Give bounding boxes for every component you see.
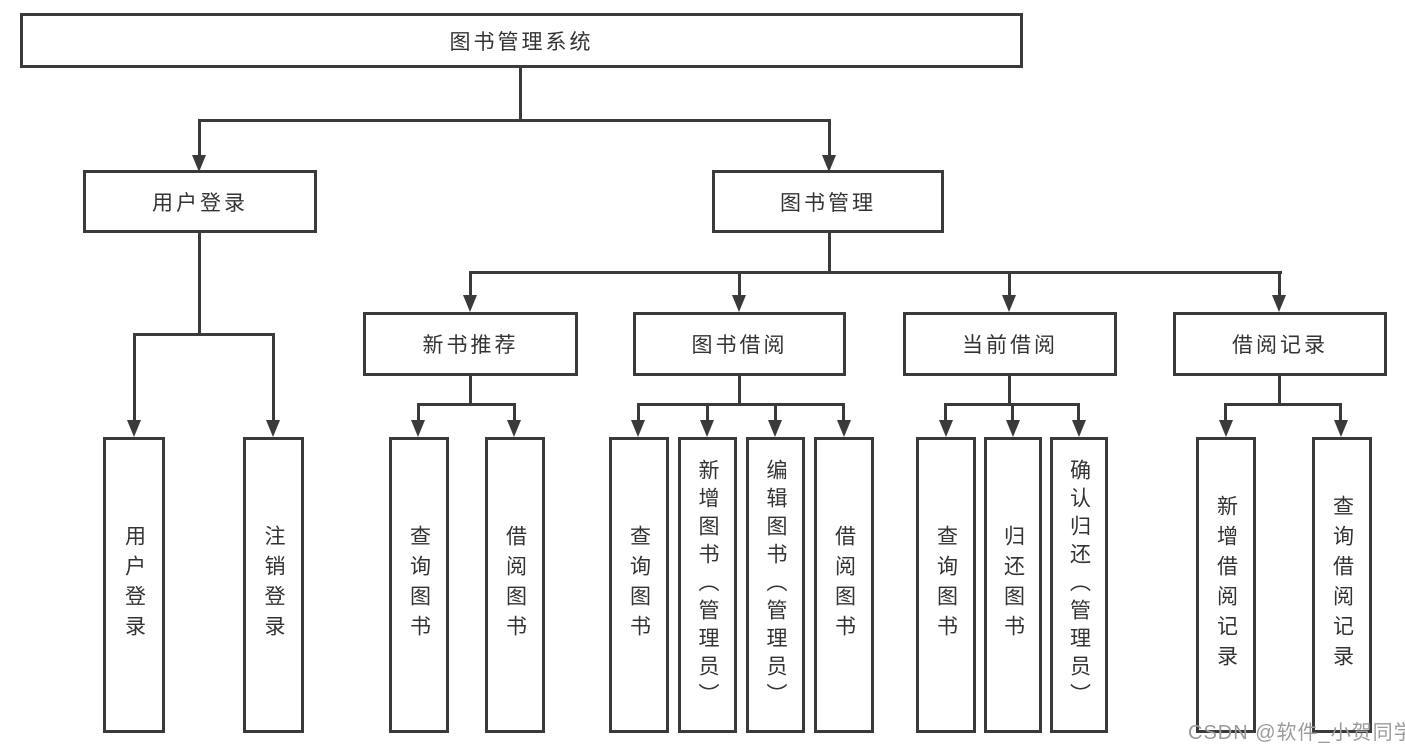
csdn-watermark: CSDN @软件_小贺同学: [1188, 722, 1405, 744]
edge-root-rail: [198, 119, 831, 122]
arrowhead-book-management: [822, 155, 836, 172]
edge-to-leaf-bb-edit: [774, 403, 777, 422]
leaf-cb-confirm-return-admin-label: 确认归还（管理员）: [1067, 459, 1091, 711]
edge-book-management-rail: [469, 271, 1282, 274]
edge-borrow-records-rail: [1224, 403, 1342, 406]
edge-to-leaf-bb-query: [637, 403, 640, 422]
leaf-cb-confirm-return-admin: 确认归还（管理员）: [1050, 437, 1108, 733]
arrowhead-current-borrow: [1002, 295, 1016, 312]
node-book-management-label: 图书管理: [780, 191, 876, 215]
node-root: 图书管理系统: [20, 13, 1023, 68]
leaf-br-query-record-label: 查询借阅记录: [1330, 495, 1354, 675]
arrowhead-leaf-cb-confirm: [1072, 420, 1086, 437]
arrowhead-leaf-nb-query: [411, 420, 425, 437]
arrowhead-leaf-br-add: [1219, 420, 1233, 437]
arrowhead-leaf-logout: [266, 420, 280, 437]
edge-user-login-stem: [198, 233, 201, 335]
leaf-logout: 注销登录: [243, 437, 304, 733]
node-book-borrow: 图书借阅: [633, 312, 846, 376]
arrowhead-leaf-bb-add: [700, 420, 714, 437]
arrowhead-leaf-br-query: [1334, 420, 1348, 437]
edge-to-leaf-nb-query: [417, 403, 420, 422]
arrowhead-leaf-nb-borrow: [507, 420, 521, 437]
leaf-bb-edit-books-admin-label: 编辑图书（管理员）: [764, 459, 787, 711]
node-current-borrow: 当前借阅: [903, 312, 1117, 376]
edge-book-borrow-stem: [738, 376, 741, 406]
edge-new-book-rail: [417, 403, 516, 406]
node-user-login: 用户登录: [83, 170, 317, 233]
leaf-cb-return-books-label: 归还图书: [1001, 525, 1025, 645]
edge-book-borrow-rail: [637, 403, 845, 406]
edge-to-leaf-bb-add: [706, 403, 709, 422]
leaf-br-add-record: 新增借阅记录: [1196, 437, 1256, 733]
leaf-cb-query-books-label: 查询图书: [934, 525, 958, 645]
arrowhead-leaf-bb-edit: [768, 420, 782, 437]
arrowhead-user-login: [192, 155, 206, 172]
edge-to-book-management: [828, 119, 831, 157]
edge-book-management-stem: [828, 233, 831, 274]
edge-root-stem: [519, 68, 522, 121]
leaf-bb-borrow-books-label: 借阅图书: [832, 525, 856, 645]
edge-borrow-records-stem: [1278, 376, 1281, 406]
edge-to-leaf-cb-return: [1011, 403, 1014, 422]
arrowhead-leaf-cb-query: [939, 420, 953, 437]
node-borrow-records-label: 借阅记录: [1232, 334, 1328, 357]
leaf-bb-query-books-label: 查询图书: [627, 525, 651, 645]
edge-to-leaf-br-query: [1339, 403, 1342, 422]
edge-to-leaf-cb-confirm: [1077, 403, 1080, 422]
arrowhead-leaf-bb-query: [631, 420, 645, 437]
leaf-br-query-record: 查询借阅记录: [1312, 437, 1372, 733]
edge-to-leaf-bb-borrow: [842, 403, 845, 422]
node-new-book-recommend: 新书推荐: [363, 312, 578, 376]
edge-to-book-borrow: [738, 271, 741, 296]
leaf-bb-add-books-admin-label: 新增图书（管理员）: [696, 459, 719, 711]
arrowhead-leaf-user-login: [127, 420, 141, 437]
leaf-logout-label: 注销登录: [262, 525, 285, 645]
edge-to-leaf-logout: [272, 333, 275, 420]
node-root-label: 图书管理系统: [449, 30, 594, 54]
arrowhead-leaf-bb-borrow: [837, 420, 851, 437]
leaf-user-login-label: 用户登录: [122, 525, 146, 645]
node-user-login-label: 用户登录: [152, 191, 248, 215]
arrowhead-book-borrow: [732, 295, 746, 312]
edge-user-login-rail: [133, 333, 275, 336]
edge-to-user-login: [198, 119, 201, 157]
leaf-nb-query-books-label: 查询图书: [407, 525, 431, 645]
leaf-user-login: 用户登录: [103, 437, 165, 733]
leaf-bb-edit-books-admin: 编辑图书（管理员）: [746, 437, 805, 733]
leaf-bb-add-books-admin: 新增图书（管理员）: [678, 437, 737, 733]
node-new-book-recommend-label: 新书推荐: [422, 334, 519, 357]
node-current-borrow-label: 当前借阅: [962, 334, 1058, 357]
arrowhead-borrow-records: [1272, 295, 1286, 312]
node-book-management: 图书管理: [712, 170, 944, 233]
leaf-cb-query-books: 查询图书: [916, 437, 976, 733]
node-borrow-records: 借阅记录: [1173, 312, 1387, 376]
leaf-bb-borrow-books: 借阅图书: [814, 437, 874, 733]
edge-new-book-stem: [469, 376, 472, 406]
edge-to-leaf-nb-borrow: [513, 403, 516, 422]
edge-current-borrow-stem: [1008, 376, 1011, 406]
edge-to-leaf-br-add: [1224, 403, 1227, 422]
leaf-nb-query-books: 查询图书: [389, 437, 449, 733]
leaf-nb-borrow-books-label: 借阅图书: [503, 525, 527, 645]
edge-to-borrow-records: [1278, 271, 1281, 296]
arrowhead-leaf-cb-return: [1006, 420, 1020, 437]
edge-to-current-borrow: [1008, 271, 1011, 296]
leaf-br-add-record-label: 新增借阅记录: [1214, 495, 1238, 675]
leaf-nb-borrow-books: 借阅图书: [485, 437, 545, 733]
node-book-borrow-label: 图书借阅: [691, 334, 788, 357]
leaf-bb-query-books: 查询图书: [609, 437, 669, 733]
edge-to-new-book-recommend: [469, 271, 472, 296]
leaf-cb-return-books: 归还图书: [984, 437, 1042, 733]
arrowhead-new-book-recommend: [463, 295, 477, 312]
edge-to-leaf-user-login: [133, 333, 136, 420]
edge-to-leaf-cb-query: [944, 403, 947, 422]
